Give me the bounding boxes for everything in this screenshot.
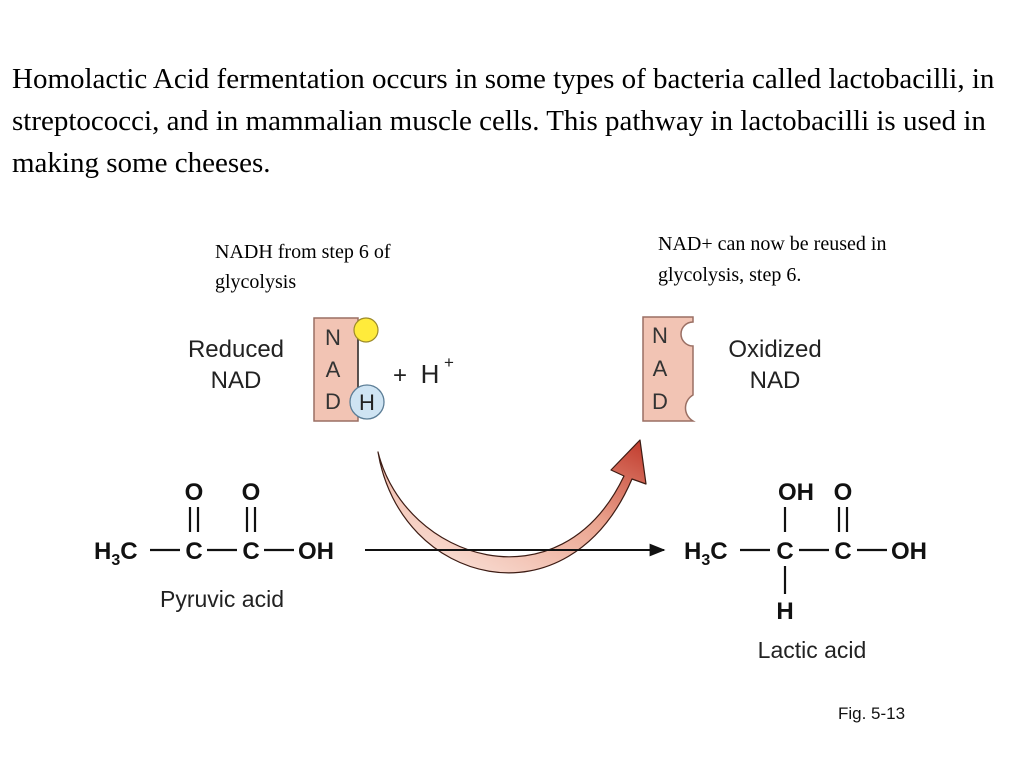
hydrogen-label: H	[359, 390, 375, 415]
lactic-acid-structure: H3C C C OH OH O H	[684, 479, 927, 625]
oxidized-nad-letter-n: N	[652, 323, 668, 348]
lactic-oh-hydroxyl: OH	[778, 479, 814, 506]
figure-number: Fig. 5-13	[838, 704, 906, 723]
pyruvic-c1: C	[242, 538, 259, 565]
yellow-ball-icon	[353, 317, 379, 343]
oxidized-nad-label-line1: Oxidized	[728, 336, 821, 363]
lactic-acid-label: Lactic acid	[758, 637, 867, 663]
reduced-nad-letter-d: D	[325, 389, 341, 414]
proton-h: H	[421, 359, 440, 389]
nad-plus-note: NAD+ can now be reused in glycolysis, st…	[658, 233, 887, 286]
reduced-nad-block: H N A D	[313, 317, 385, 422]
pyruvic-acid-label: Pyruvic acid	[160, 586, 284, 612]
oxidized-nad-letter-d: D	[652, 389, 668, 414]
oxidized-nad-letter-a: A	[653, 356, 668, 381]
pyruvic-h3c: H3C	[94, 538, 138, 569]
lactic-h: H	[776, 598, 793, 625]
nadh-note: NADH from step 6 of glycolysis	[215, 241, 391, 293]
plus-h-ion: + H +	[393, 353, 454, 389]
intro-paragraph: Homolactic Acid fermentation occurs in s…	[12, 63, 995, 179]
oxidized-nad-label-line2: NAD	[750, 367, 801, 394]
lactic-o-acid: O	[834, 479, 853, 506]
pyruvic-oh: OH	[298, 538, 334, 565]
reduced-nad-letter-n: N	[325, 325, 341, 350]
oxidized-nad-block: N A D	[642, 316, 696, 422]
pyruvic-acid-structure: H3C C C OH O O	[94, 479, 334, 569]
plus-sign: +	[393, 362, 407, 389]
pyruvic-o-acid: O	[242, 479, 261, 506]
reduced-nad-letter-a: A	[326, 357, 341, 382]
pyruvic-o-ketone: O	[185, 479, 204, 506]
lactic-oh: OH	[891, 538, 927, 565]
lactic-c1: C	[834, 538, 851, 565]
pyruvic-c2: C	[185, 538, 202, 565]
hydrogen-ball-icon	[349, 384, 385, 420]
lactic-h3c: H3C	[684, 538, 728, 569]
curved-arrow-icon	[377, 439, 647, 574]
lactic-c2: C	[776, 538, 793, 565]
reduced-nad-label-line2: NAD	[211, 367, 262, 394]
proton-charge: +	[444, 353, 454, 372]
reduced-nad-label-line1: Reduced	[188, 336, 284, 363]
